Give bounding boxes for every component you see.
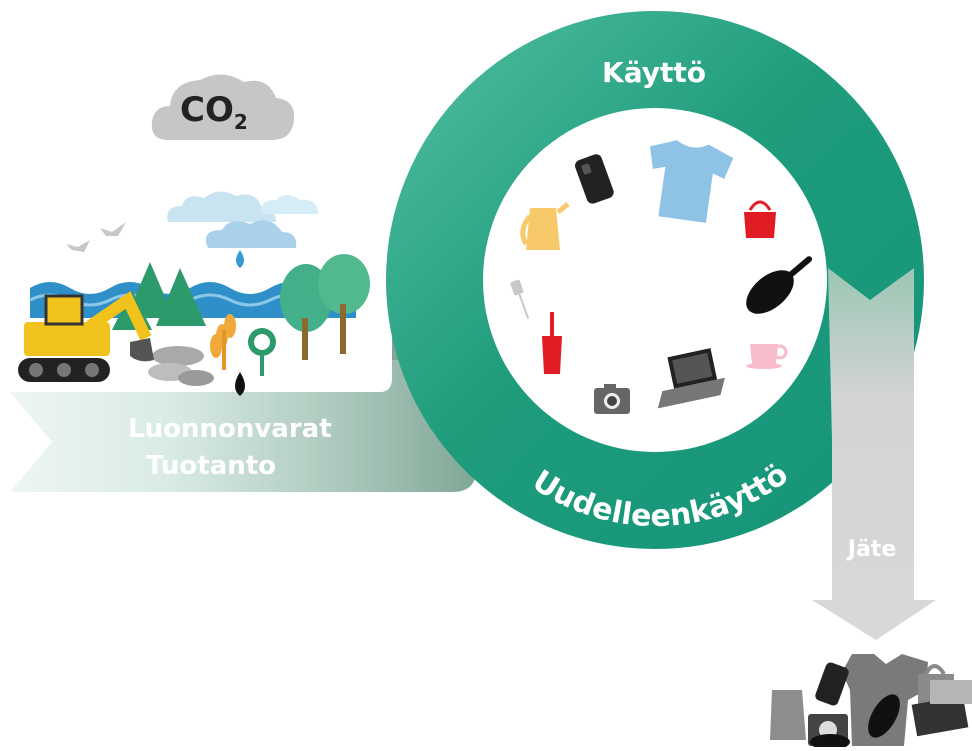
spatula-icon <box>542 312 562 374</box>
frying-pan-icon <box>746 256 813 314</box>
raindrop-icon <box>236 250 244 268</box>
cloud-icon <box>151 74 295 140</box>
reuse-cycle-ring <box>386 11 924 549</box>
phone-icon <box>575 154 614 204</box>
laptop-icon <box>657 348 725 409</box>
wheat-icon <box>210 314 236 370</box>
handbag-icon <box>744 200 776 238</box>
excavator-icon <box>18 291 154 382</box>
cloud-icon <box>205 220 297 248</box>
nature-landscape <box>18 191 370 396</box>
cup-icon <box>746 344 788 369</box>
cotton-icon <box>248 328 276 376</box>
waste-arrow <box>812 268 936 640</box>
camera-icon <box>594 384 630 414</box>
oil-drop-icon <box>235 372 245 396</box>
deciduous-tree-icon <box>280 254 370 360</box>
waste-label: Jäte <box>846 537 896 562</box>
kettle-icon <box>520 202 570 250</box>
use-label: Käyttö <box>602 56 706 89</box>
bird-icon <box>66 222 126 252</box>
waste-pile-icon <box>770 654 972 750</box>
resources-label: Luonnonvarat <box>128 414 332 444</box>
t-shirt-icon <box>650 140 734 223</box>
cloud-icon <box>167 191 276 222</box>
production-label: Tuotanto <box>146 451 276 481</box>
stones-icon <box>148 346 214 386</box>
co2-label: CO2 <box>180 90 248 134</box>
cloud-icon <box>261 195 318 214</box>
fork-icon <box>510 279 530 319</box>
